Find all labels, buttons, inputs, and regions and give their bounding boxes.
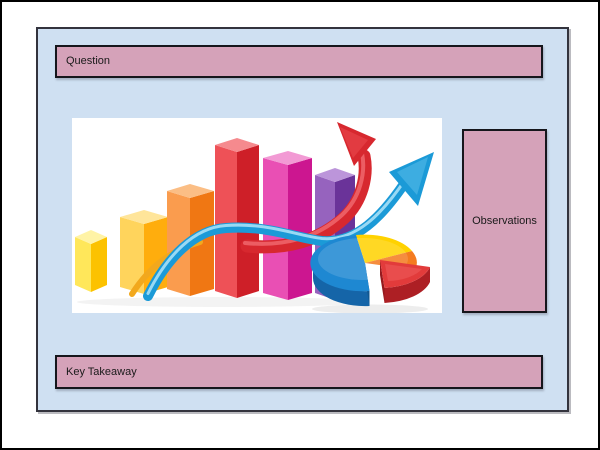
- bar-chart-clipart[interactable]: [72, 118, 442, 313]
- pie-chart: [310, 234, 430, 307]
- question-label: Question: [66, 55, 111, 68]
- red-arrow: [240, 122, 376, 254]
- blue-arrow: [143, 152, 434, 301]
- observations-box[interactable]: Observations: [462, 129, 547, 313]
- bar-chart-illustration: [75, 122, 434, 313]
- key-takeaway-box[interactable]: Key Takeaway: [55, 355, 543, 389]
- ground-shadows: [77, 297, 428, 313]
- observations-label: Observations: [472, 214, 537, 227]
- key-takeaway-label: Key Takeaway: [66, 365, 137, 378]
- question-box[interactable]: Question: [55, 45, 543, 78]
